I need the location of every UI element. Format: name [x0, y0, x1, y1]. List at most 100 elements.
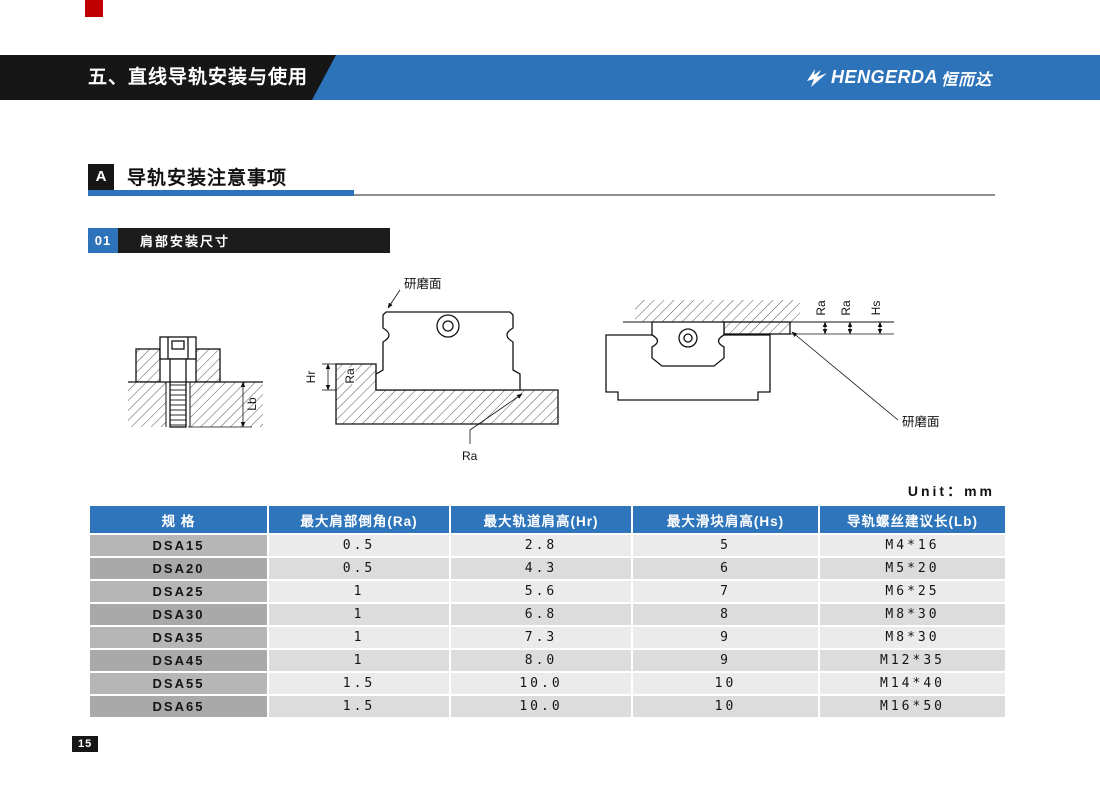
subsection-title: 肩部安装尺寸: [140, 234, 231, 249]
dim-label-ra-2: Ra: [839, 300, 853, 316]
section-title: 导轨安装注意事项: [127, 168, 288, 189]
bolt-socket: [171, 340, 185, 350]
value-cell: M6*25: [820, 581, 1005, 602]
dim-label-lb: Lb: [245, 397, 259, 411]
ground-surface-leader-mid: [387, 289, 401, 309]
spec-table: 规 格 最大肩部倒角(Ra) 最大轨道肩高(Hr) 最大滑块肩高(Hs) 导轨螺…: [88, 504, 1007, 719]
value-cell: 8.0: [451, 650, 631, 671]
inverted-mount-diagram: Ra Ra Hs 研磨面: [605, 298, 941, 431]
dim-label-hs: Hs: [869, 301, 883, 316]
ra-bottom-leader: [469, 393, 523, 444]
value-cell: M4*16: [820, 535, 1005, 556]
spec-cell: DSA45: [90, 650, 267, 671]
slider-block-outline: [605, 334, 771, 401]
value-cell: 2.8: [451, 535, 631, 556]
ground-surface-label-right: 研磨面: [902, 415, 940, 429]
bolt-head: [159, 336, 197, 360]
ground-surface-label-mid: 研磨面: [404, 277, 442, 291]
lb-dimension: [188, 381, 252, 428]
base-hatch-left: [128, 382, 166, 427]
value-cell: 10: [633, 696, 818, 717]
divider-blue-bar: [88, 190, 354, 196]
chapter-title: 五、直线导轨安装与使用: [88, 67, 309, 88]
bolt-shaft: [169, 358, 187, 428]
table-header-row: 规 格 最大肩部倒角(Ra) 最大轨道肩高(Hr) 最大滑块肩高(Hs) 导轨螺…: [90, 506, 1005, 533]
value-cell: M14*40: [820, 673, 1005, 694]
value-cell: 5.6: [451, 581, 631, 602]
page-header: 五、直线导轨安装与使用 HENGERDA 恒而达: [0, 55, 1100, 100]
value-cell: 9: [633, 627, 818, 648]
value-cell: 6: [633, 558, 818, 579]
value-cell: M5*20: [820, 558, 1005, 579]
dim-label-ra-base: Ra: [462, 449, 478, 463]
header-lb: 导轨螺丝建议长(Lb): [820, 506, 1005, 533]
spec-cell: DSA15: [90, 535, 267, 556]
page-number: 15: [72, 736, 99, 752]
brand-band: HENGERDA 恒而达: [312, 55, 1100, 100]
bolt-threads: [170, 384, 186, 426]
hr-dimension: [322, 363, 338, 391]
header-ra: 最大肩部倒角(Ra): [269, 506, 449, 533]
shoulder-and-base-hatch: [335, 363, 559, 425]
header-hs: 最大滑块肩高(Hs): [633, 506, 818, 533]
value-cell: 10.0: [451, 673, 631, 694]
spec-cell: DSA20: [90, 558, 267, 579]
brand-name: HENGERDA: [830, 67, 938, 87]
value-cell: 7: [633, 581, 818, 602]
section-heading: A 导轨安装注意事项: [88, 163, 287, 190]
value-cell: M8*30: [820, 604, 1005, 625]
spec-cell: DSA25: [90, 581, 267, 602]
header-hr: 最大轨道肩高(Hr): [451, 506, 631, 533]
spec-cell: DSA35: [90, 627, 267, 648]
spec-cell: DSA55: [90, 673, 267, 694]
spec-cell: DSA65: [90, 696, 267, 717]
base-hatch-right: [190, 382, 263, 427]
bolt-mount-diagram: Lb: [128, 336, 263, 428]
technical-diagrams: Lb Hr Ra Ra 研磨面: [128, 275, 941, 465]
value-cell: 0.5: [269, 535, 449, 556]
hengerda-logo: HENGERDA 恒而达: [806, 55, 992, 100]
shoulder-step: [723, 321, 791, 335]
value-cell: 7.3: [451, 627, 631, 648]
clamp-plate-left: [135, 348, 161, 383]
ceiling-hatch: [635, 300, 800, 322]
value-cell: 1: [269, 581, 449, 602]
dim-label-hr: Hr: [304, 371, 318, 384]
unit-label: Unit：mm: [907, 483, 995, 499]
brand-name-cn: 恒而达: [940, 71, 992, 89]
rail-outline: [375, 311, 521, 391]
value-cell: 10.0: [451, 696, 631, 717]
rail-bolt: [678, 328, 698, 348]
value-cell: 9: [633, 650, 818, 671]
value-cell: 1.5: [269, 696, 449, 717]
subsection-number: 01: [88, 228, 118, 253]
value-cell: 1: [269, 627, 449, 648]
value-cell: M12*35: [820, 650, 1005, 671]
brand-mark-icon: [806, 68, 827, 87]
value-cell: 1.5: [269, 673, 449, 694]
red-corner-mark: [85, 0, 103, 17]
value-cell: M16*50: [820, 696, 1005, 717]
value-cell: 6.8: [451, 604, 631, 625]
value-cell: 8: [633, 604, 818, 625]
value-cell: 1: [269, 604, 449, 625]
rail-bolt-inner: [683, 333, 693, 343]
rail-bolt-hole: [436, 314, 460, 338]
value-cell: 10: [633, 673, 818, 694]
value-cell: 1: [269, 650, 449, 671]
right-dimensions: [790, 321, 894, 335]
value-cell: 4.3: [451, 558, 631, 579]
header-spec: 规 格: [90, 506, 267, 533]
section-badge: A: [88, 163, 114, 190]
rail-bolt-hole-inner: [442, 320, 454, 332]
subsection-banner: 01 肩部安装尺寸: [88, 228, 390, 253]
